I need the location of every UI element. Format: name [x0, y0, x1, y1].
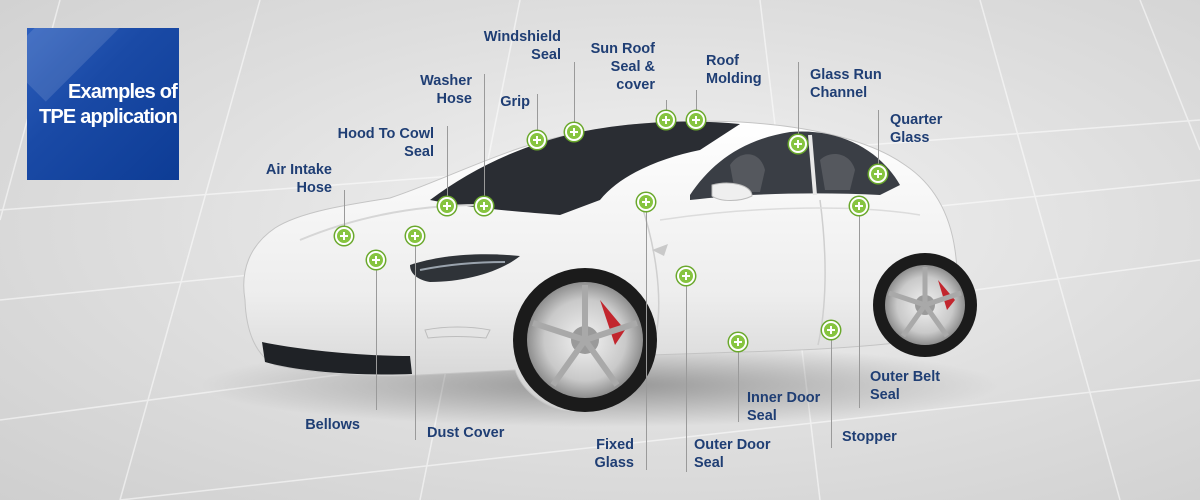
marker-bellows[interactable]: [367, 251, 385, 269]
leader-bellows: [376, 260, 377, 410]
washer-hose-line-1: Washer: [420, 73, 472, 89]
air-intake-hose-line-1: Air Intake: [265, 162, 332, 178]
label-dust-cover: Dust Cover: [427, 424, 504, 442]
roof-molding-line-1: Roof: [706, 53, 740, 69]
label-sun-roof-seal: Sun Roof Seal & cover: [560, 40, 655, 94]
leader-dust-cover: [415, 236, 416, 440]
leader-windshield-seal: [574, 62, 575, 132]
label-windshield-seal: Windshield Seal: [450, 28, 561, 64]
leader-roof-molding: [696, 90, 697, 120]
leader-grip: [537, 94, 538, 140]
leader-outer-door-seal: [686, 276, 687, 472]
sun-roof-seal-line-2: Seal &: [610, 59, 655, 75]
grip-line-1: Grip: [500, 94, 530, 110]
outer-belt-seal-line-2: Seal: [870, 387, 900, 403]
air-intake-hose-line-2: Hose: [296, 180, 332, 196]
label-grip: Grip: [470, 93, 530, 111]
diagram-title: Examples of TPE application: [27, 80, 179, 130]
marker-fixed-glass[interactable]: [637, 193, 655, 211]
marker-stopper[interactable]: [822, 321, 840, 339]
title-line-1: Examples of: [67, 81, 178, 103]
marker-roof-molding[interactable]: [687, 111, 705, 129]
marker-hood-to-cowl-seal[interactable]: [438, 197, 456, 215]
label-inner-door-seal: Inner Door Seal: [747, 389, 820, 425]
glass-run-channel-line-2: Channel: [810, 85, 868, 101]
side-mirror: [711, 182, 753, 201]
fixed-glass-line-1: Fixed: [596, 437, 634, 453]
windshield: [430, 121, 740, 215]
title-line-2: TPE application: [38, 106, 178, 128]
label-fixed-glass: Fixed Glass: [574, 436, 635, 472]
leader-fixed-glass: [646, 202, 647, 470]
label-outer-belt-seal: Outer Belt Seal: [870, 368, 940, 404]
leader-hood-to-cowl-seal: [447, 126, 448, 206]
car-body: [243, 120, 959, 413]
windshield-seal-line-2: Seal: [531, 47, 561, 63]
marker-outer-door-seal[interactable]: [677, 267, 695, 285]
marker-grip[interactable]: [528, 131, 546, 149]
label-bellows: Bellows: [280, 416, 360, 434]
outer-door-seal-line-2: Seal: [694, 455, 724, 471]
front-wheel: [513, 268, 657, 412]
inner-door-seal-line-2: Seal: [747, 408, 777, 424]
outer-belt-seal-line-1: Outer Belt: [870, 369, 941, 385]
glass-run-channel-line-1: Glass Run: [810, 67, 882, 83]
leader-air-intake-hose: [344, 190, 345, 236]
hood-to-cowl-seal-line-2: Seal: [404, 144, 434, 160]
marker-sun-roof-seal[interactable]: [657, 111, 675, 129]
outer-door-seal-line-1: Outer Door: [694, 437, 771, 453]
rear-wheel: [873, 253, 977, 357]
marker-air-intake-hose[interactable]: [335, 227, 353, 245]
quarter-glass-line-2: Glass: [890, 130, 930, 146]
leader-washer-hose: [484, 74, 485, 206]
quarter-glass-line-1: Quarter: [890, 112, 943, 128]
sun-roof-seal-line-3: cover: [616, 77, 655, 93]
roof-molding-line-2: Molding: [706, 71, 762, 87]
label-washer-hose: Washer Hose: [380, 72, 472, 108]
marker-washer-hose[interactable]: [475, 197, 493, 215]
label-hood-to-cowl-seal: Hood To Cowl Seal: [320, 125, 434, 161]
dust-cover-line-1: Dust Cover: [427, 425, 505, 441]
marker-windshield-seal[interactable]: [565, 123, 583, 141]
label-glass-run-channel: Glass Run Channel: [810, 66, 882, 102]
washer-hose-line-2: Hose: [436, 91, 472, 107]
label-outer-door-seal: Outer Door Seal: [694, 436, 771, 472]
stopper-line-1: Stopper: [842, 429, 897, 445]
title-box: Examples of TPE application: [27, 28, 179, 180]
inner-door-seal-line-1: Inner Door: [747, 390, 821, 406]
label-air-intake-hose: Air Intake Hose: [240, 161, 332, 197]
leader-outer-belt-seal: [859, 206, 860, 408]
marker-outer-belt-seal[interactable]: [850, 197, 868, 215]
marker-dust-cover[interactable]: [406, 227, 424, 245]
sun-roof-seal-line-1: Sun Roof: [590, 41, 655, 57]
leader-glass-run-channel: [798, 62, 799, 144]
label-stopper: Stopper: [842, 428, 897, 446]
fixed-glass-line-2: Glass: [594, 455, 635, 471]
leader-stopper: [831, 330, 832, 448]
windshield-seal-line-1: Windshield: [483, 29, 561, 45]
leader-inner-door-seal: [738, 342, 739, 422]
marker-quarter-glass[interactable]: [869, 165, 887, 183]
label-roof-molding: Roof Molding: [706, 52, 762, 88]
label-quarter-glass: Quarter Glass: [890, 111, 942, 147]
leader-quarter-glass: [878, 110, 879, 174]
leader-sun-roof-seal: [666, 100, 667, 120]
marker-glass-run-channel[interactable]: [789, 135, 807, 153]
hood-to-cowl-seal-line-1: Hood To Cowl: [337, 126, 434, 142]
marker-inner-door-seal[interactable]: [729, 333, 747, 351]
bellows-line-1: Bellows: [305, 417, 360, 433]
front-intake: [262, 342, 412, 375]
